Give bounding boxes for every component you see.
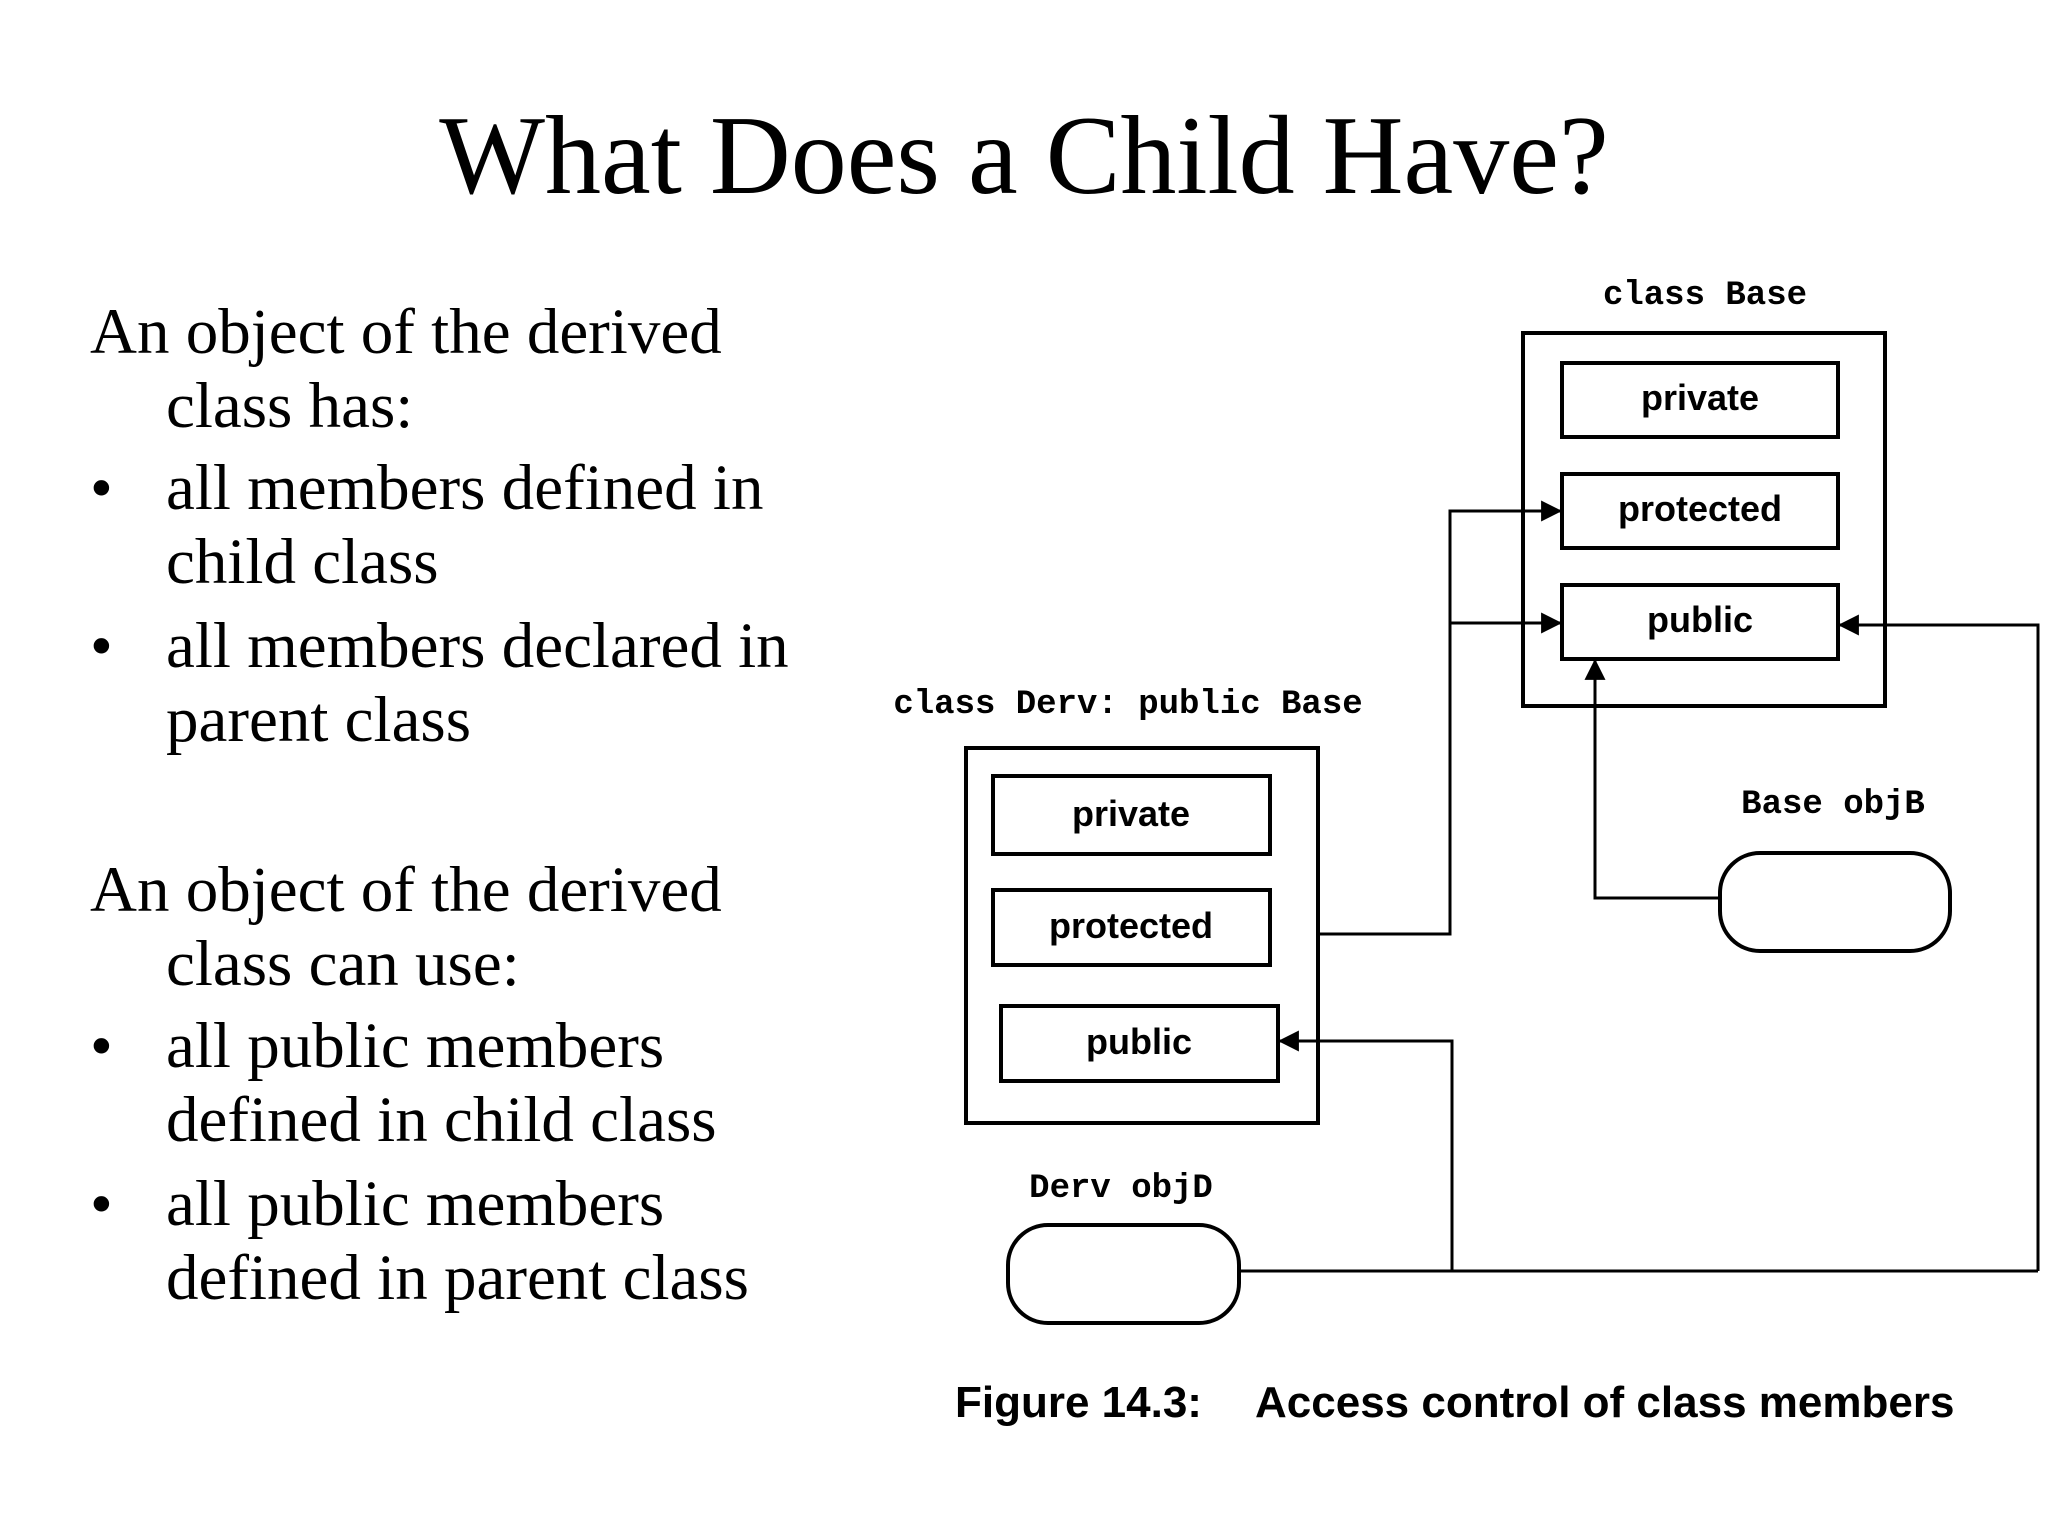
base-private-label: private	[1641, 377, 1759, 418]
section-use-bullets: • all public members defined in child cl…	[90, 1009, 790, 1315]
section-has-bullets: • all members defined in child class • a…	[90, 451, 790, 757]
figure-caption: Access control of class members	[1255, 1378, 1954, 1427]
bullet-text: all members defined in child class	[166, 452, 764, 598]
section-use-intro: An object of the derived class can use:	[90, 854, 722, 1000]
bullet-item: • all public members defined in parent c…	[90, 1167, 790, 1315]
bullet-dot: •	[90, 1010, 113, 1082]
bullet-dot: •	[90, 610, 113, 682]
derv-object-label: Derv objD	[1029, 1170, 1213, 1208]
slide-title: What Does a Child Have?	[439, 94, 1609, 218]
bullet-item: • all members declared in parent class	[90, 609, 790, 757]
base-class-label: class Base	[1603, 277, 1807, 315]
derv-class-label: class Derv: public Base	[893, 686, 1362, 724]
bullet-text: all public members defined in child clas…	[166, 1010, 717, 1156]
derv-protected-box	[991, 888, 1272, 967]
bullet-dot: •	[90, 1168, 113, 1240]
derv-object-shape	[1006, 1223, 1241, 1325]
derv-private-box	[991, 774, 1272, 856]
objd-to-base-public-arrow	[1837, 614, 2040, 1271]
figure-number: Figure 14.3:	[955, 1378, 1202, 1427]
bullet-text: all public members defined in parent cla…	[166, 1168, 749, 1314]
bullet-item: • all public members defined in child cl…	[90, 1009, 790, 1157]
derv-class-box	[964, 746, 1320, 1125]
bullet-item: • all members defined in child class	[90, 451, 790, 599]
bullet-dot: •	[90, 452, 113, 524]
base-object-shape	[1718, 851, 1952, 953]
derv-private-label: private	[1072, 793, 1190, 834]
objd-to-derv-public-arrow	[1277, 1030, 1454, 1271]
slide-body: An object of the derived class has: • al…	[90, 295, 790, 1325]
base-protected-label: protected	[1618, 488, 1782, 529]
base-object-label: Base objB	[1741, 786, 1925, 824]
base-class-box	[1521, 331, 1887, 708]
section-has-intro: An object of the derived class has:	[90, 296, 722, 442]
base-public-label: public	[1647, 599, 1753, 640]
base-private-box	[1560, 361, 1840, 439]
derv-to-base-protected-arrow	[1320, 500, 1563, 936]
bullet-text: all members declared in parent class	[166, 610, 789, 756]
derv-public-label: public	[1086, 1021, 1192, 1062]
objb-to-base-public-arrow	[1584, 658, 1718, 900]
derv-protected-label: protected	[1049, 905, 1213, 946]
